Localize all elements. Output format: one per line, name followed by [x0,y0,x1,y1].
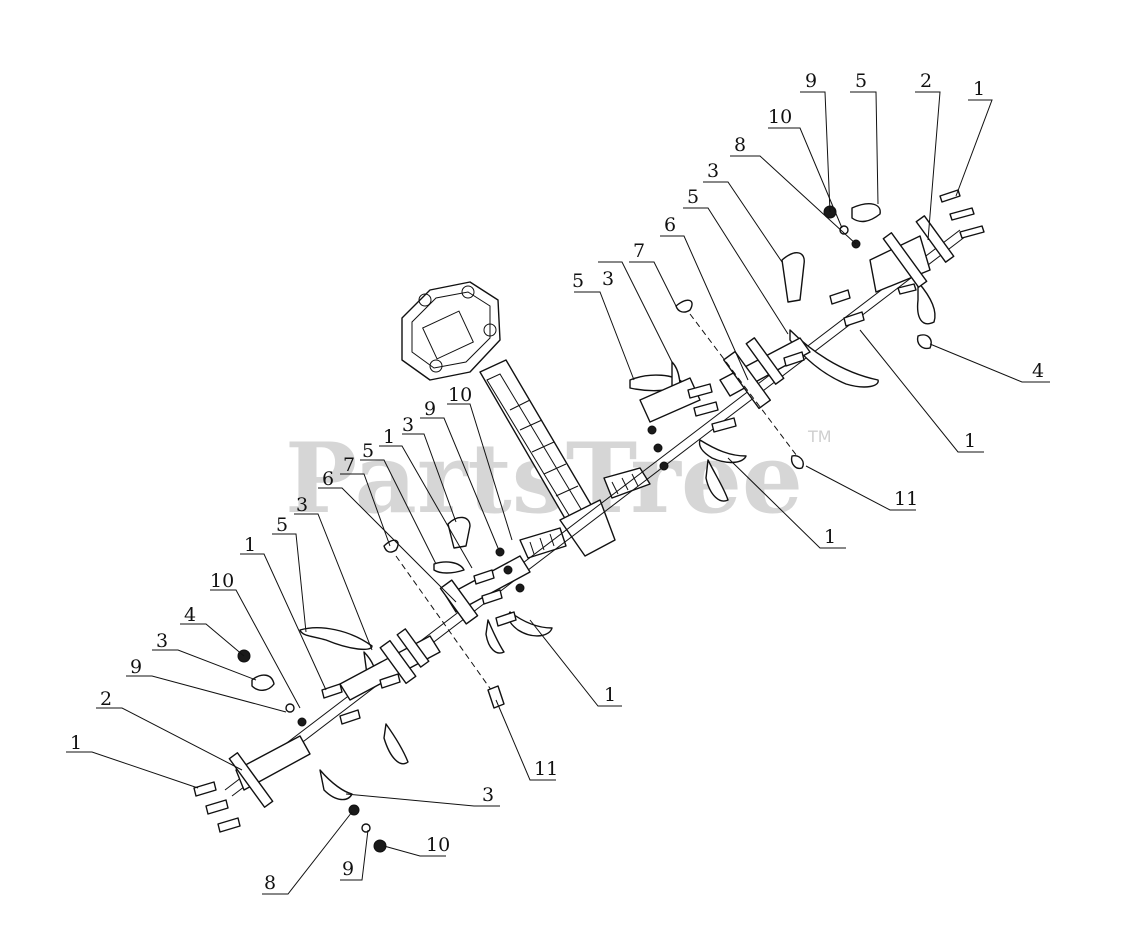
left-inner-tine-group [299,627,441,765]
watermark-trademark: TM [807,427,832,446]
callout-labels: 9 5 2 1 10 8 3 5 6 7 5 3 4 1 11 1 10 9 3… [70,70,1044,894]
callout-5-center-left: 5 [362,440,374,462]
callout-8-top: 8 [734,134,746,156]
callout-1-outer-left: 1 [70,732,82,754]
right-outer-tine-group [823,189,985,350]
center-right-tine-group [629,361,747,502]
callout-5-right: 5 [687,186,699,208]
callout-5-top: 5 [855,70,867,92]
callout-9-center: 9 [424,398,436,420]
callout-6-center-left: 6 [322,468,334,490]
callout-1-right: 1 [964,430,976,452]
callout-3-bottom: 3 [482,784,494,806]
callout-5-center: 5 [572,270,584,292]
callout-1-lower-center: 1 [604,684,616,706]
callout-4-left: 4 [184,604,196,626]
leader-lines [66,91,1050,895]
callout-11-right: 11 [894,488,918,510]
callout-1-left: 1 [244,534,256,556]
callout-3-right: 3 [707,160,719,182]
callout-10-top: 10 [768,106,792,128]
callout-2-left: 2 [100,688,112,710]
callout-5-left: 5 [276,514,288,536]
callout-3-outer-left: 3 [156,630,168,652]
callout-10-center: 10 [448,384,472,406]
callout-9-left: 9 [130,656,142,678]
callout-9-bottom: 9 [342,858,354,880]
callout-1-center: 1 [824,526,836,548]
callout-7-center-left: 7 [343,454,355,476]
callout-1-center-left: 1 [383,426,395,448]
center-left-tine-group [383,516,553,709]
right-inner-tine-group [675,252,879,470]
callout-3-center: 3 [602,268,614,290]
callout-8-bottom: 8 [264,872,276,894]
callout-3-left: 3 [296,494,308,516]
callout-1-top: 1 [973,78,985,100]
callout-2-top: 2 [920,70,932,92]
callout-11-left: 11 [534,758,558,780]
callout-7-right: 7 [633,240,645,262]
callout-10-left: 10 [210,570,234,592]
callout-10-bottom: 10 [426,834,450,856]
callout-9-top: 9 [805,70,817,92]
callout-4-right: 4 [1032,360,1044,382]
callout-6-right: 6 [664,214,676,236]
callout-3-center-left: 3 [402,414,414,436]
